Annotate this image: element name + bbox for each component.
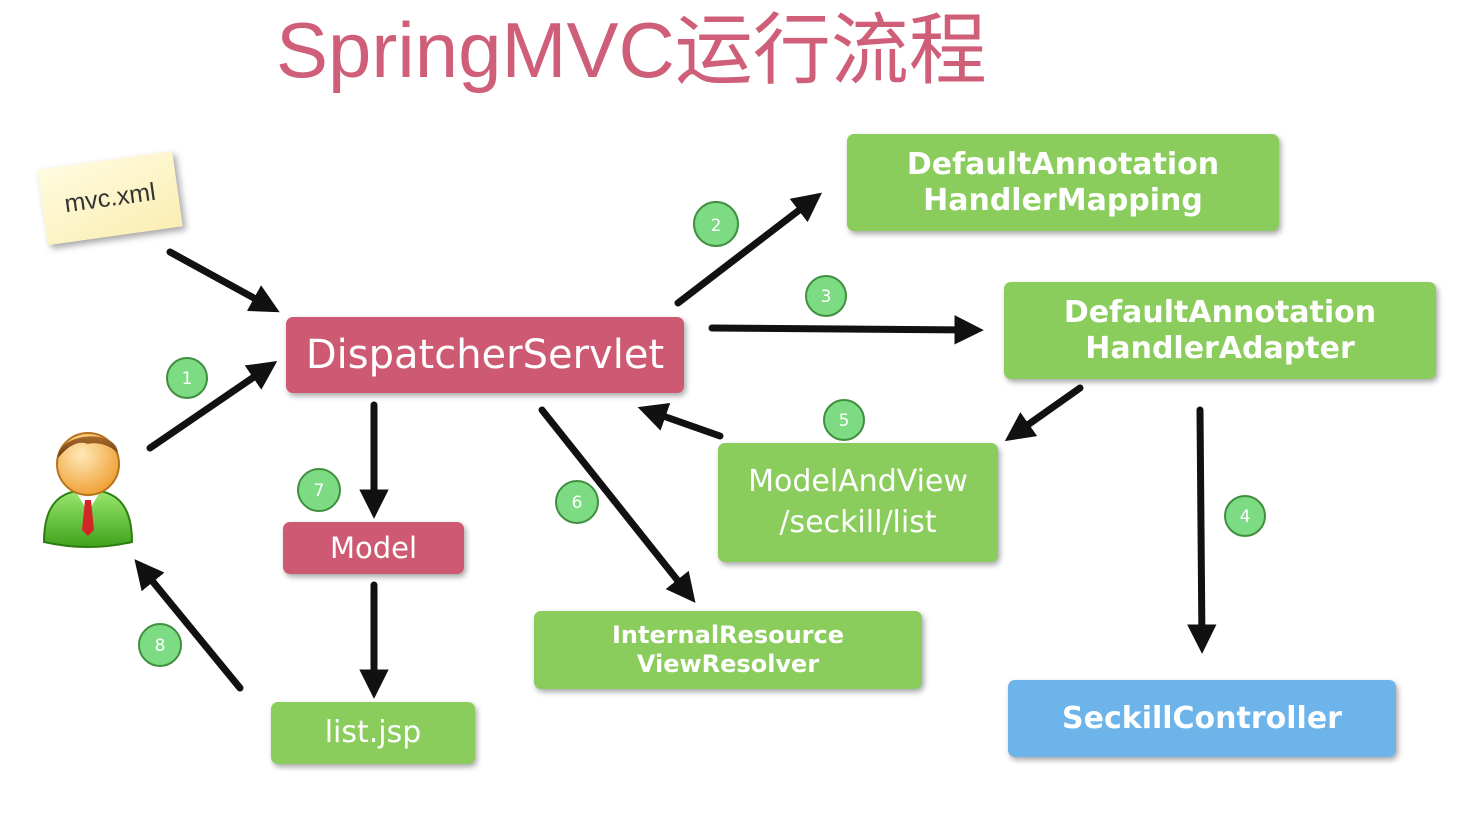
seckill-controller-box: SeckillController — [1008, 680, 1396, 757]
page-title: SpringMVC运行流程 — [276, 6, 987, 94]
handler-mapping-line-2: HandlerMapping — [923, 182, 1203, 218]
arrow-step-1 — [146, 361, 278, 452]
handler-mapping-line-1: DefaultAnnotation — [906, 146, 1220, 182]
model-box: Model — [283, 522, 464, 574]
view-resolver-box: InternalResource ViewResolver — [534, 611, 922, 689]
step-3-label: 3 — [821, 287, 832, 307]
step-4-label: 4 — [1240, 507, 1251, 527]
step-badge-5: 5 — [823, 399, 865, 441]
model-and-view-line-2: /seckill/list — [779, 504, 937, 540]
arrow-config — [166, 248, 280, 313]
step-badge-6: 6 — [555, 480, 599, 524]
step-badge-3: 3 — [805, 275, 847, 317]
arrow-step-2 — [674, 192, 823, 307]
dispatcher-servlet-label: DispatcherServlet — [305, 332, 665, 378]
step-1-label: 1 — [182, 369, 193, 389]
dispatcher-servlet-box: DispatcherServlet — [286, 317, 684, 393]
model-and-view-box: ModelAndView /seckill/list — [718, 443, 998, 562]
handler-adapter-box: DefaultAnnotation HandlerAdapter — [1004, 282, 1436, 379]
list-jsp-box: list.jsp — [271, 702, 475, 764]
list-jsp-label: list.jsp — [324, 715, 422, 750]
view-resolver-line-2: ViewResolver — [636, 650, 820, 678]
arrow-step-6 — [538, 406, 696, 603]
arrow-step-4 — [1187, 406, 1217, 654]
seckill-controller-label: SeckillController — [1062, 700, 1342, 736]
step-badge-8: 8 — [138, 623, 182, 667]
arrow-step-8 — [134, 559, 244, 692]
arrow-step-3 — [708, 315, 984, 345]
view-resolver-line-1: InternalResource — [611, 621, 845, 650]
step-7-label: 7 — [314, 481, 325, 501]
handler-adapter-line-2: HandlerAdapter — [1085, 330, 1355, 366]
step-8-label: 8 — [155, 636, 166, 656]
arrow-adapter-to-mav — [1004, 384, 1084, 442]
user-icon — [42, 432, 134, 548]
step-badge-2: 2 — [693, 201, 739, 247]
handler-mapping-box: DefaultAnnotation HandlerMapping — [847, 134, 1279, 231]
step-badge-4: 4 — [1224, 495, 1266, 537]
step-badge-7: 7 — [297, 468, 341, 512]
step-5-label: 5 — [839, 411, 850, 431]
handler-adapter-line-1: DefaultAnnotation — [1063, 294, 1377, 330]
step-badge-1: 1 — [166, 357, 208, 399]
model-label: Model — [329, 530, 418, 565]
arrow-step-5 — [637, 402, 724, 440]
step-6-label: 6 — [572, 493, 583, 513]
step-2-label: 2 — [711, 216, 722, 236]
model-and-view-line-1: ModelAndView — [748, 464, 968, 499]
